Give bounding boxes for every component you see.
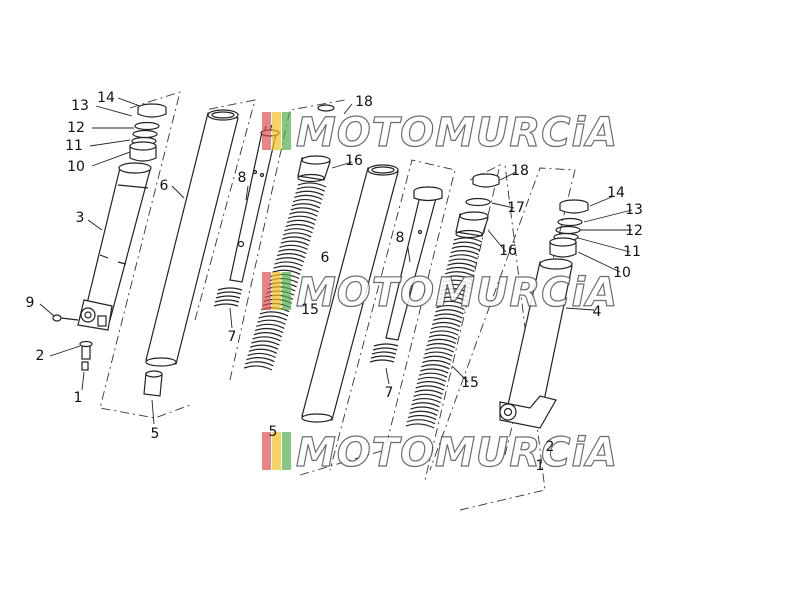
part-label-2: 2 [36,348,45,364]
part-label-8: 8 [238,170,247,186]
watermark-stripe [282,112,291,150]
watermark-stripe [262,432,271,470]
part-label-16: 16 [345,153,363,169]
left-damper-rod [229,124,280,283]
part-label-18: 18 [511,163,529,179]
right-seal-stack [549,199,589,258]
left-ring [317,104,335,112]
left-small-spring [213,287,243,307]
part-label-10: 10 [613,265,631,281]
center-damper-rod [385,186,443,341]
part-label-9: 9 [26,295,35,311]
part-label-14: 14 [97,90,115,106]
part-label-12: 12 [67,120,85,136]
part-label-11: 11 [623,244,641,260]
watermark-stripe [272,272,281,310]
watermark-layer: MOTOMURCiA MOTOMURCiA MOTOMURCiA [262,109,618,477]
part-label-12: 12 [625,223,643,239]
part-label-17: 17 [507,200,525,216]
left-cartridge [297,155,331,183]
part-label-7: 7 [385,385,394,401]
part-labels: 1413121110639215188166157875181716151413… [26,90,643,474]
watermark-stripe [272,432,281,470]
watermark-logo: MOTOMURCiA [262,269,618,317]
part-label-16: 16 [499,243,517,259]
part-label-10: 10 [67,159,85,175]
part-label-18: 18 [355,94,373,110]
center-small-spring [369,343,399,363]
watermark-stripe [282,272,291,310]
left-fasteners [52,314,93,371]
leader-lines [39,97,633,425]
part-label-11: 11 [65,138,83,154]
part-label-5: 5 [151,426,160,442]
part-label-1: 1 [74,390,83,406]
watermark-stripe [262,272,271,310]
left-inner-tube [145,109,239,367]
watermark-text: MOTOMURCiA [296,110,618,156]
part-label-7: 7 [228,329,237,345]
watermark-text: MOTOMURCiA [296,270,618,316]
watermark-logo: MOTOMURCiA [262,429,618,477]
watermark-stripe [272,112,281,150]
right-fork-leg [499,258,573,429]
watermark-stripe [282,432,291,470]
part-label-14: 14 [607,185,625,201]
part-label-2: 2 [546,439,555,455]
part-label-15: 15 [301,302,319,318]
watermark-logo: MOTOMURCiA [262,109,618,157]
watermark-text: MOTOMURCiA [296,430,618,476]
left-seal-stack [129,103,167,162]
part-label-5: 5 [269,424,278,440]
part-label-1: 1 [536,458,545,474]
watermark-stripe [262,112,271,150]
part-label-15: 15 [461,375,479,391]
right-cartridge-group [455,173,500,239]
part-label-6: 6 [321,250,330,266]
part-label-3: 3 [76,210,85,226]
part-label-13: 13 [71,98,89,114]
center-inner-tube [301,164,399,423]
left-fork-leg [77,162,152,331]
part-label-4: 4 [593,304,602,320]
part-label-13: 13 [625,202,643,218]
part-label-8: 8 [396,230,405,246]
left-bushing [143,370,163,397]
part-label-6: 6 [160,178,169,194]
